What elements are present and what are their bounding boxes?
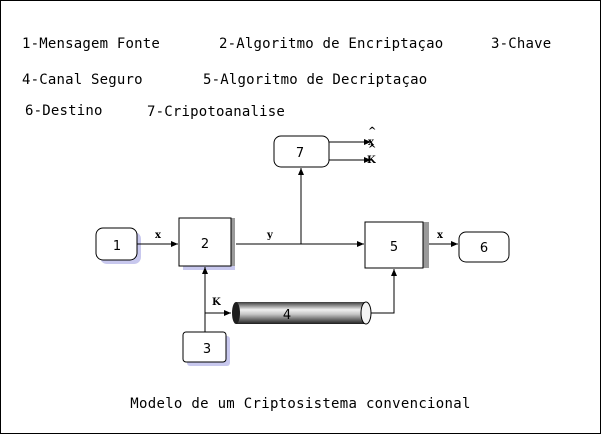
node-5-decryption: 5 <box>364 221 429 269</box>
node-4-label: 4 <box>283 308 291 323</box>
label-y: y <box>266 230 274 241</box>
node-1-source-message: 1 <box>95 227 141 264</box>
node-6-destination: 6 <box>458 231 510 263</box>
label-k: K <box>212 297 221 308</box>
node-6-label: 6 <box>480 241 488 256</box>
node-3-label: 3 <box>203 342 211 357</box>
node-3-key: 3 <box>182 331 230 366</box>
label-x-hat-caret: ^ <box>368 126 376 137</box>
node-7-cryptanalysis: 7 <box>273 135 330 168</box>
edges <box>137 139 458 332</box>
label-k-hat-caret: ^ <box>368 144 376 155</box>
label-x-hat: x <box>368 137 375 148</box>
legend-item-1: 1-Mensagem Fonte <box>22 36 161 52</box>
legend-item-2: 2-Algoritmo de Encriptaçao <box>219 36 444 52</box>
diagram-caption: Modelo de um Criptosistema convencional <box>130 396 471 412</box>
node-2-label: 2 <box>201 237 209 252</box>
node-2-encryption: 2 <box>178 217 235 270</box>
legend-item-3: 3-Chave <box>491 36 552 52</box>
node-4-secure-channel: 4 <box>232 301 372 325</box>
edge-channel-to-5 <box>371 269 397 314</box>
node-1-label: 1 <box>113 239 121 254</box>
legend-item-5: 5-Algoritmo de Decriptaçao <box>203 72 428 88</box>
label-k-hat: K <box>367 155 376 166</box>
label-x-in: x <box>155 230 162 241</box>
legend-item-4: 4-Canal Seguro <box>22 72 143 88</box>
legend-item-7: 7-Cripotoanalise <box>147 104 286 120</box>
legend-item-6: 6-Destino <box>25 103 103 119</box>
label-x-out: x <box>437 230 444 241</box>
node-7-label: 7 <box>296 146 304 161</box>
node-5-label: 5 <box>390 240 398 255</box>
